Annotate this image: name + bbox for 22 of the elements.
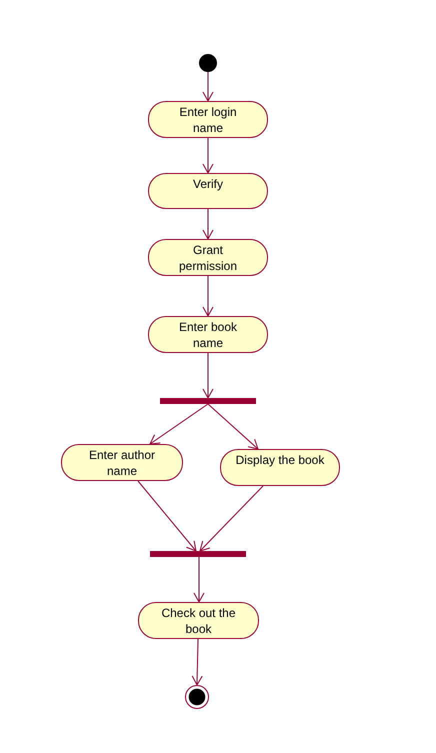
arrow xyxy=(202,72,214,102)
start-node xyxy=(199,54,217,72)
activity-box: Grant permission xyxy=(148,239,268,276)
arrow xyxy=(200,486,264,552)
activity-box: Verify xyxy=(148,173,268,209)
end-node xyxy=(185,685,209,709)
arrow xyxy=(192,638,203,686)
activity-box: Enter book name xyxy=(148,316,268,353)
activity-box: Check out the book xyxy=(138,602,259,639)
activity-box: Enter login name xyxy=(148,101,268,138)
arrow xyxy=(202,208,214,240)
arrow xyxy=(194,556,204,602)
arrow xyxy=(150,404,208,444)
arrow xyxy=(202,352,214,398)
activity-box: Enter author name xyxy=(61,444,183,481)
arrow xyxy=(208,404,258,450)
arrow xyxy=(138,480,196,552)
sync-bar xyxy=(150,551,246,557)
arrow xyxy=(202,138,214,174)
sync-bar xyxy=(160,398,256,404)
activity-box: Display the book xyxy=(220,449,340,486)
arrow xyxy=(202,276,214,316)
